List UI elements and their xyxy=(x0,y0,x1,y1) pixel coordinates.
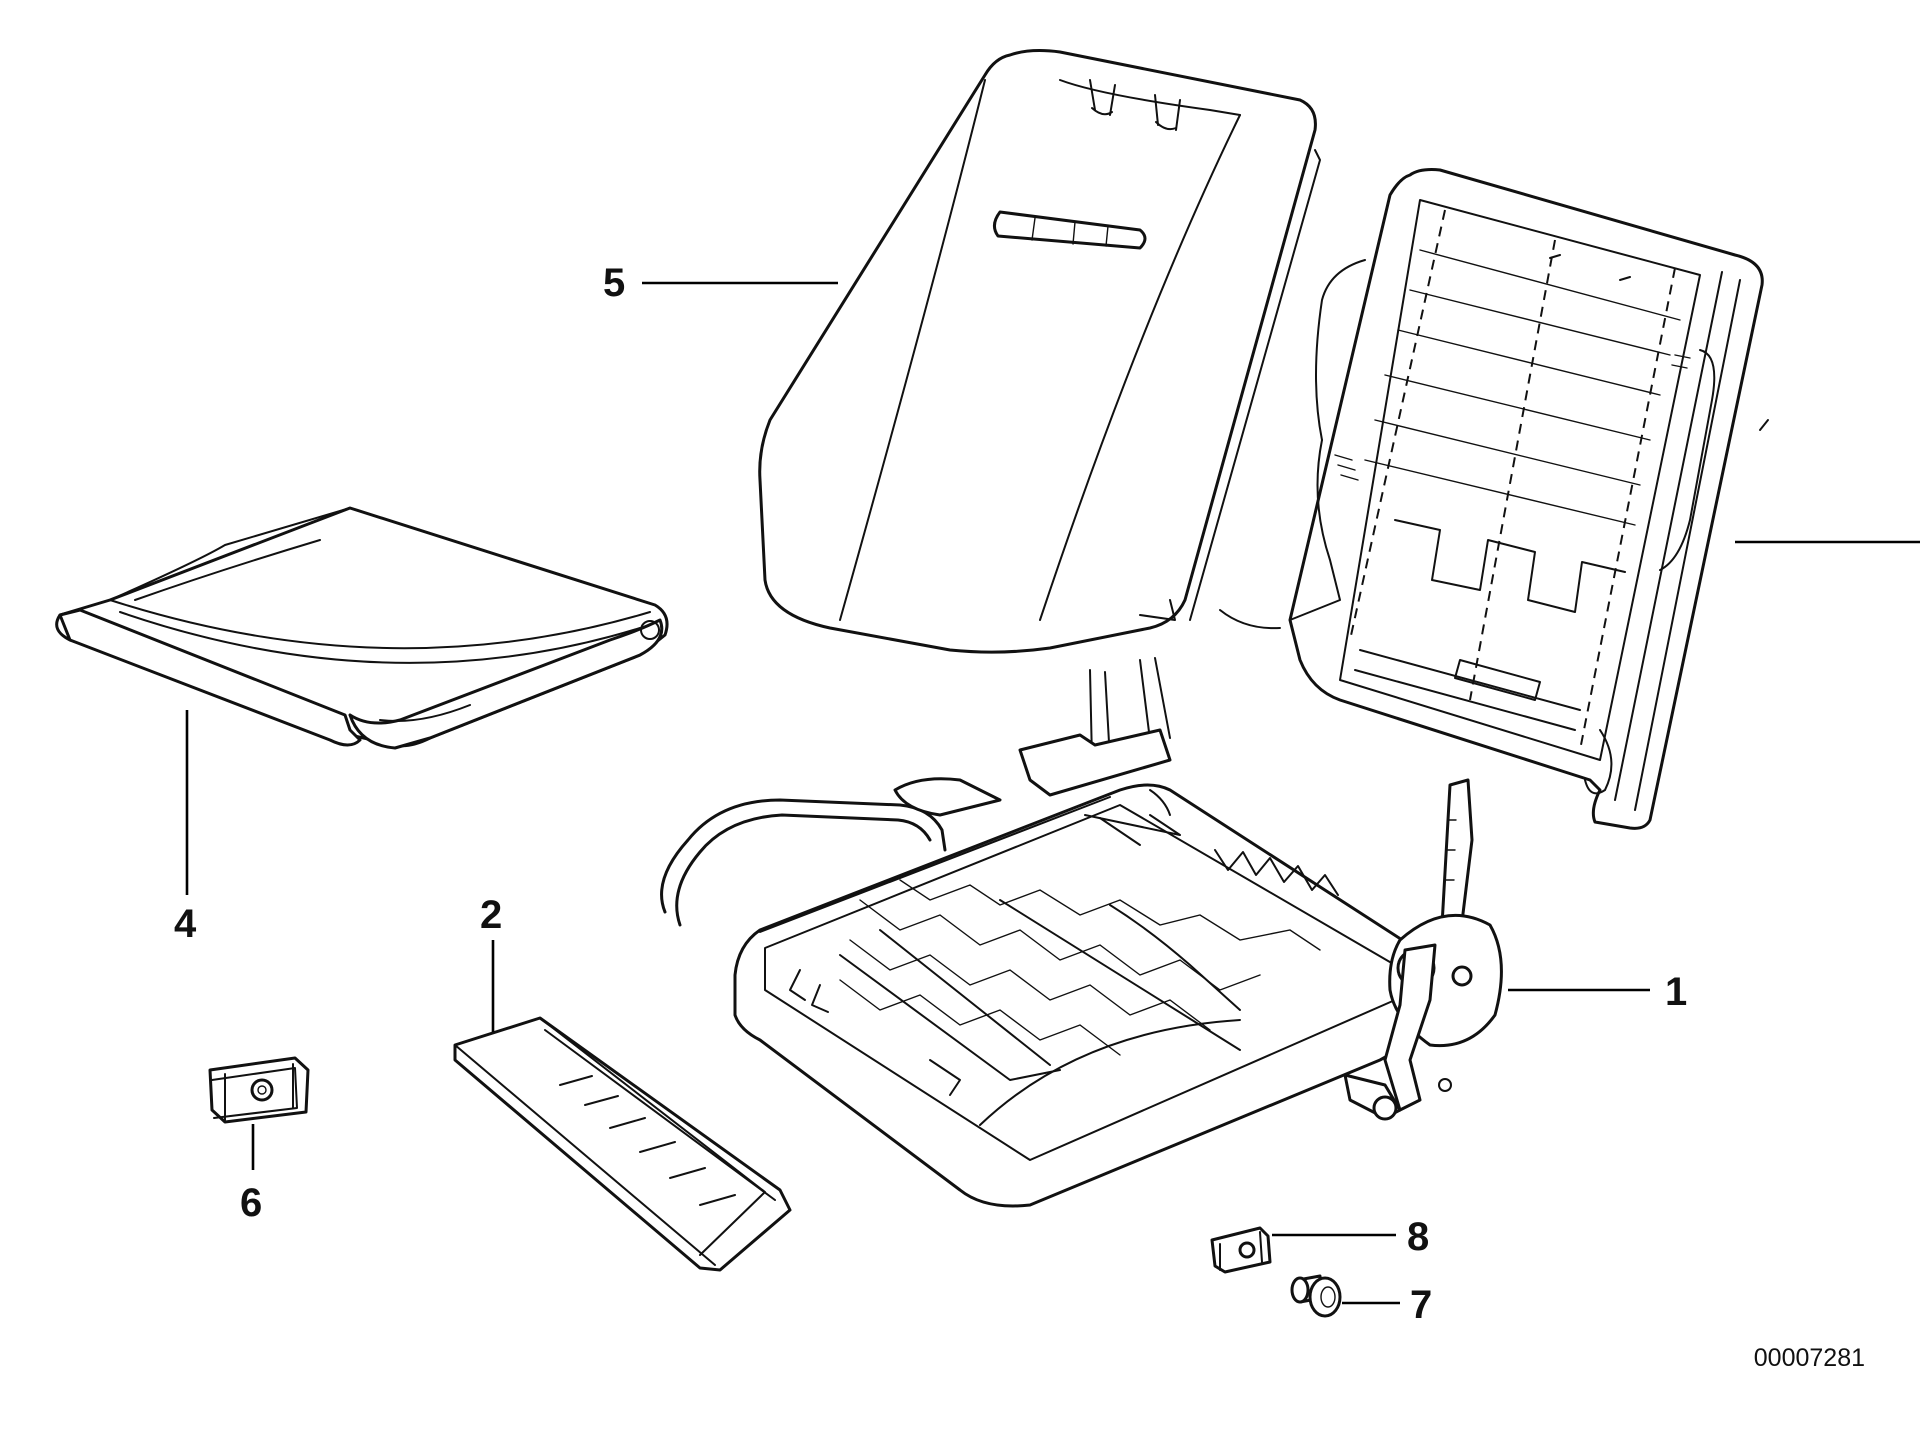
backrest-frame xyxy=(1219,168,1769,830)
callout-5: 5 xyxy=(603,261,625,305)
callout-labels: 1 2 4 5 6 7 8 xyxy=(174,261,1687,1327)
leader-lines xyxy=(185,281,1920,1305)
callout-7: 7 xyxy=(1410,1283,1432,1327)
seat-pan-cover xyxy=(453,1016,792,1272)
callout-4: 4 xyxy=(174,902,197,946)
clip-part-8 xyxy=(1210,1226,1272,1274)
rivet-part-7 xyxy=(1290,1274,1342,1318)
document-number: 00007281 xyxy=(1754,1344,1865,1372)
seat-cushion xyxy=(55,506,669,750)
clip-part-6 xyxy=(208,1056,310,1124)
callout-6: 6 xyxy=(240,1181,262,1225)
backrest-cushion xyxy=(758,49,1321,654)
callout-2: 2 xyxy=(480,893,502,937)
callout-8: 8 xyxy=(1407,1215,1429,1259)
callout-1: 1 xyxy=(1665,970,1687,1014)
seat-frame xyxy=(660,657,1503,1208)
